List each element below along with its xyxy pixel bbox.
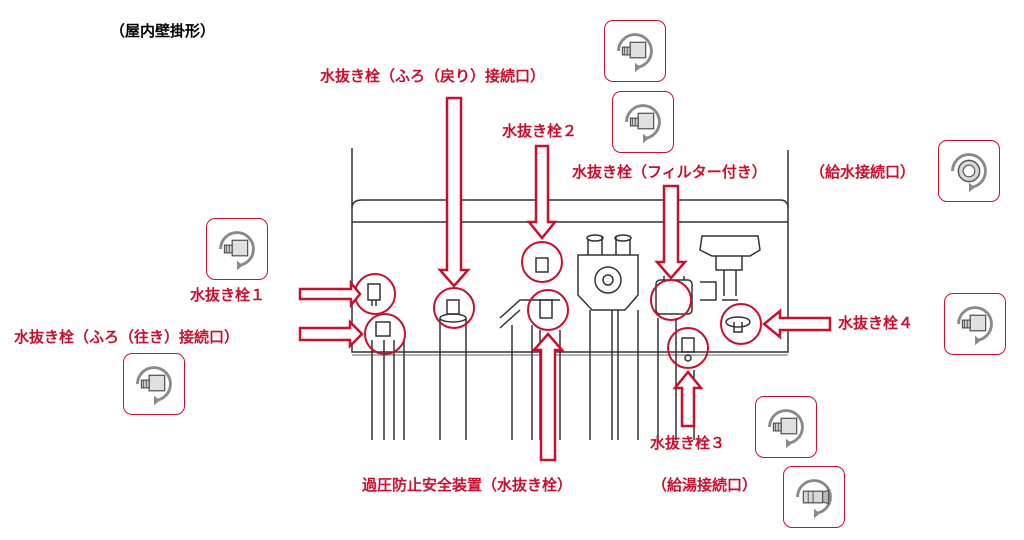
marker-drain-2 bbox=[521, 241, 563, 283]
arrow-relief bbox=[531, 332, 565, 462]
marker-bath-return bbox=[433, 287, 475, 329]
page-title: （屋内壁掛形） bbox=[110, 22, 216, 40]
cabinet-top-panel bbox=[351, 199, 789, 209]
arrow-filter bbox=[654, 184, 688, 280]
label-drain-plug-bath-supply: 水抜き栓（ふろ（往き）接続口） bbox=[14, 328, 240, 346]
hot-water-fitting-icon bbox=[783, 466, 845, 528]
label-hot-water-port: （給湯接続口） bbox=[652, 476, 758, 494]
drain-plug-3-icon bbox=[755, 396, 817, 458]
marker-filter bbox=[650, 279, 692, 321]
water-supply-fitting-glyph bbox=[951, 153, 987, 193]
arrow-drain-4 bbox=[762, 308, 832, 340]
arrow-bath-return bbox=[437, 96, 471, 288]
label-drain-plug-1: 水抜き栓１ bbox=[190, 286, 266, 304]
pipe-relief bbox=[511, 325, 533, 440]
drain-plug-2-glyph bbox=[625, 104, 661, 144]
arrow-drain-3 bbox=[672, 370, 704, 428]
drain-plug-3-glyph bbox=[768, 409, 804, 449]
water-supply-fitting-icon bbox=[938, 140, 1000, 202]
supply-fitting bbox=[699, 235, 761, 257]
bath-supply-plug-icon bbox=[123, 353, 185, 415]
label-drain-plug-2: 水抜き栓２ bbox=[502, 122, 578, 140]
pipe-bath-return bbox=[439, 318, 467, 440]
drain-plug-2-icon bbox=[612, 91, 674, 153]
label-water-supply-port: （給水接続口） bbox=[810, 163, 916, 181]
arrow-drain-2 bbox=[526, 144, 558, 240]
cabinet-outline bbox=[351, 148, 789, 353]
marker-drain-3 bbox=[667, 327, 709, 369]
bath-return-plug-icon bbox=[604, 20, 666, 82]
label-drain-plug-3: 水抜き栓３ bbox=[650, 434, 726, 452]
label-drain-plug-filter: 水抜き栓（フィルター付き） bbox=[572, 163, 767, 181]
bath-supply-plug-glyph bbox=[136, 366, 172, 406]
bath-return-plug-glyph bbox=[617, 33, 653, 73]
arrow-drain-1 bbox=[298, 279, 362, 309]
marker-drain-4 bbox=[720, 303, 762, 345]
manifold-body bbox=[577, 254, 639, 311]
arrow-bath-supply bbox=[298, 318, 364, 350]
filter-housing bbox=[655, 279, 693, 315]
drain-plug-4-glyph bbox=[957, 306, 993, 346]
marker-bath-supply bbox=[364, 313, 406, 355]
drain-plug-1-glyph bbox=[219, 231, 255, 271]
label-drain-plug-4: 水抜き栓４ bbox=[838, 314, 914, 332]
label-relief-valve: 過圧防止安全装置（水抜き栓） bbox=[362, 476, 573, 494]
drain-plug-4-icon bbox=[944, 293, 1006, 355]
drain-plug-1-icon bbox=[206, 218, 268, 280]
hot-water-fitting-glyph bbox=[796, 479, 832, 519]
label-drain-plug-bath-return: 水抜き栓（ふろ（戻り）接続口） bbox=[320, 67, 546, 85]
marker-relief bbox=[527, 289, 569, 331]
